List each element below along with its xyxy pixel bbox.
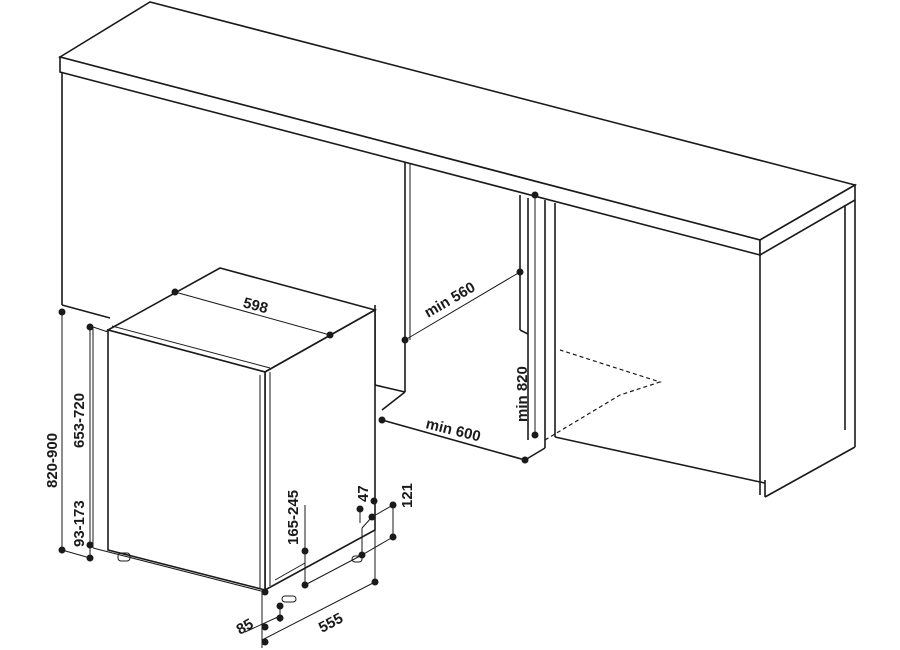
label-plinth-depth: 165-245: [285, 490, 302, 545]
label-foot-height: 121: [399, 483, 416, 508]
label-width: 598: [241, 294, 270, 317]
label-front-offset: 85: [234, 615, 257, 638]
label-niche-depth: min 560: [422, 279, 479, 322]
dimension-dots: [58, 191, 539, 646]
dishwasher: [92, 267, 378, 603]
countertop: [57, 1, 858, 257]
label-plinth-height: 93-173: [71, 500, 88, 547]
label-niche-width: min 600: [424, 415, 482, 445]
right-cabinet: [544, 200, 856, 498]
label-depth: 555: [316, 610, 346, 637]
label-foot-offset: 47: [355, 485, 372, 502]
label-total-height: 820-900: [44, 433, 61, 488]
dimension-lines: [61, 195, 536, 648]
label-niche-height: min 820: [514, 366, 531, 422]
label-door-panel-height: 653-720: [71, 393, 88, 448]
